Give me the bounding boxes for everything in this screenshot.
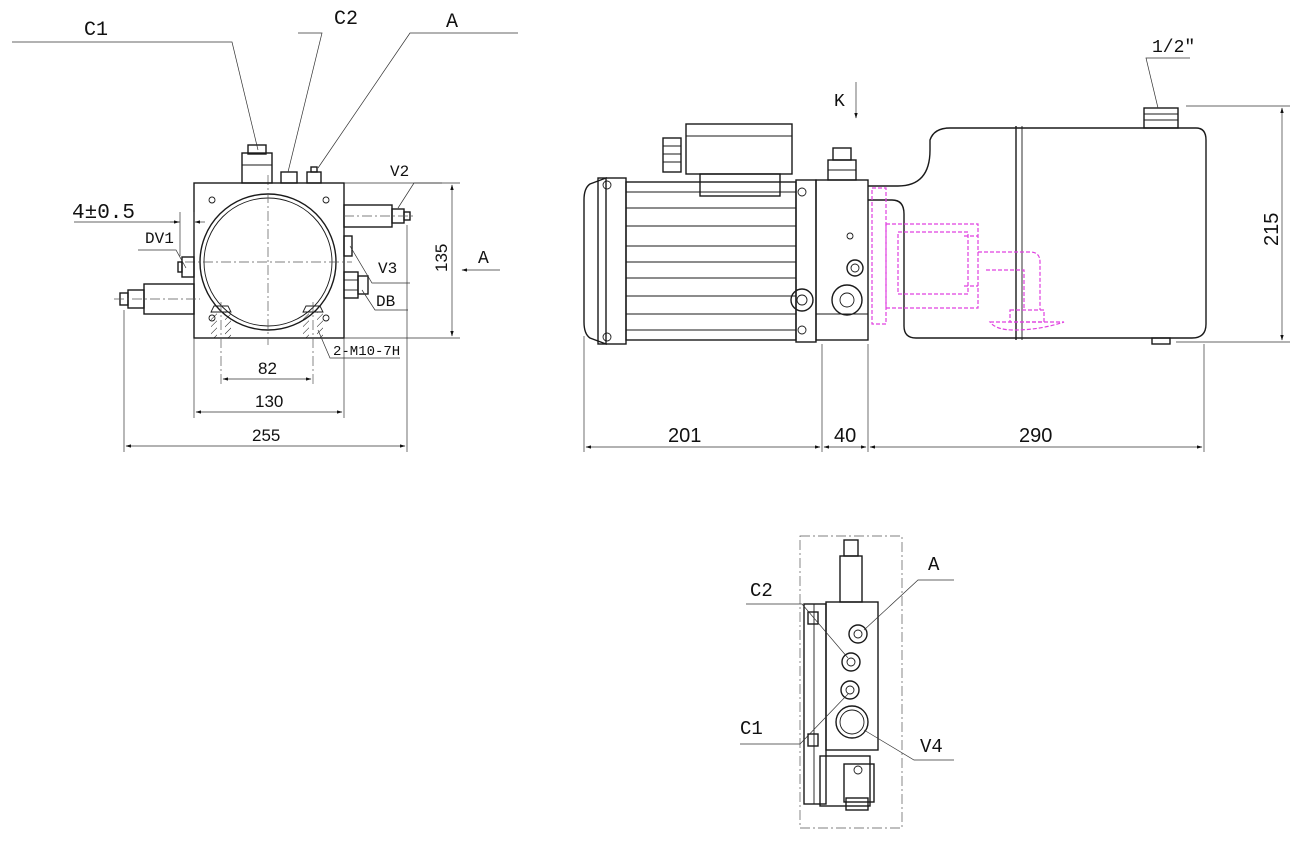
top-terminal-box xyxy=(819,755,875,811)
label-c2: C2 xyxy=(334,8,358,31)
motor-rear-flange xyxy=(597,177,627,345)
corner-hole xyxy=(208,196,216,204)
motor-end-cap xyxy=(583,176,607,346)
label-top-c1: C1 xyxy=(740,718,763,740)
label-db: DB xyxy=(376,293,395,311)
port-c1-fitting xyxy=(241,144,273,184)
motor-front-flange xyxy=(795,179,817,343)
left-fitting xyxy=(114,283,200,315)
manifold-valve xyxy=(831,284,863,316)
dim-130: 130 xyxy=(255,392,283,411)
corner-hole xyxy=(322,314,330,322)
corner-hole xyxy=(322,196,330,204)
front-view: C1 C2 A V2 DV1 V3 DB 2-M10-7H 4±0.5 135 … xyxy=(12,8,518,452)
dim-215: 215 xyxy=(1261,213,1283,246)
motor-body xyxy=(625,181,797,341)
pump-manifold xyxy=(815,179,869,341)
dim-255: 255 xyxy=(252,426,280,445)
mounting-hole-left xyxy=(210,302,232,385)
dim-290: 290 xyxy=(1019,425,1052,447)
label-c1: C1 xyxy=(84,19,108,42)
valve-v3 xyxy=(343,235,353,257)
label-v3: V3 xyxy=(378,260,397,278)
manifold-top-fitting xyxy=(827,147,857,181)
label-top-a: A xyxy=(928,554,940,576)
dim-82: 82 xyxy=(258,359,277,378)
hidden-pump-assembly xyxy=(871,187,1065,331)
label-tolerance: 4±0.5 xyxy=(72,202,135,225)
top-port-a xyxy=(848,624,868,644)
port-a-fitting xyxy=(306,166,322,184)
label-top-v4: V4 xyxy=(920,736,943,758)
top-motor-flange xyxy=(803,603,827,805)
top-port-c2 xyxy=(841,652,861,672)
label-v2: V2 xyxy=(390,163,409,181)
label-top-c2: C2 xyxy=(750,580,773,602)
top-valve-stem xyxy=(839,539,863,603)
dim-135: 135 xyxy=(432,244,451,272)
valve-v2 xyxy=(343,204,415,228)
top-port-c1 xyxy=(840,680,860,700)
top-valve-v4 xyxy=(835,705,869,739)
label-a: A xyxy=(446,11,458,34)
label-thread: 2-M10-7H xyxy=(333,344,400,360)
top-view: A C2 C1 V4 xyxy=(740,535,954,829)
motor-fins xyxy=(626,191,796,331)
port-c2-fitting xyxy=(280,171,298,184)
manifold-side-fitting xyxy=(790,288,814,312)
mounting-hole-right xyxy=(302,302,324,385)
label-dv1: DV1 xyxy=(145,230,174,248)
dim-40: 40 xyxy=(834,425,856,447)
side-view: K 1/2″ 215 xyxy=(583,38,1290,452)
drain-plug xyxy=(1151,337,1171,345)
view-arrow-a-label: A xyxy=(478,249,489,269)
manifold-port xyxy=(846,259,864,277)
label-k: K xyxy=(834,92,845,112)
filler-cap xyxy=(1143,107,1179,129)
oil-tank xyxy=(868,127,1207,339)
valve-db xyxy=(343,271,369,299)
terminal-box xyxy=(662,123,793,197)
valve-dv1 xyxy=(177,256,195,278)
top-view-envelope xyxy=(799,535,903,829)
dim-201: 201 xyxy=(668,425,701,447)
label-cap: 1/2″ xyxy=(1152,38,1195,58)
